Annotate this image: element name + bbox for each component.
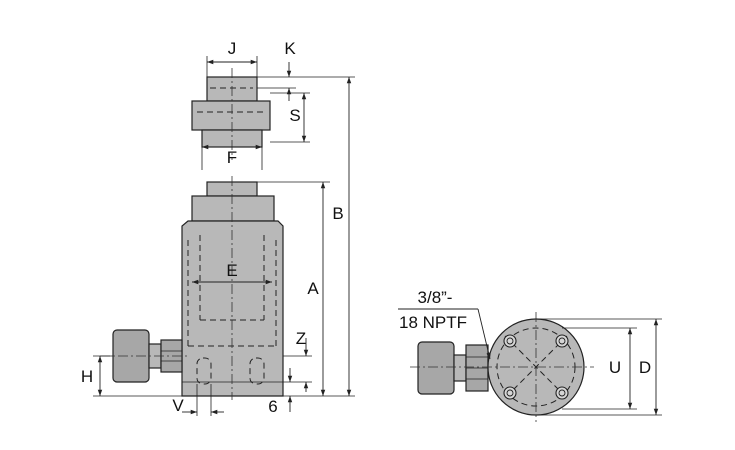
dim-u: U	[562, 327, 637, 410]
mount-hole-right	[249, 357, 265, 385]
label-b: B	[332, 204, 343, 223]
dim-a: A	[257, 181, 330, 397]
top-coupler-body	[417, 341, 455, 395]
top-bolt-holes	[503, 334, 569, 400]
saddle-detail	[191, 68, 271, 160]
dim-z: Z	[283, 329, 312, 392]
saddle-collar	[191, 100, 271, 131]
dim-6: 6	[268, 368, 293, 416]
plunger-upper	[191, 195, 275, 222]
label-a: A	[307, 279, 319, 298]
dim-d: D	[536, 318, 662, 416]
dim-k: K	[257, 39, 296, 101]
dim-f: F	[201, 144, 263, 170]
label-h: H	[81, 367, 93, 386]
label-s: S	[289, 106, 300, 125]
label-d: D	[639, 358, 651, 377]
port-leader	[477, 308, 491, 360]
dim-j: J	[206, 39, 258, 77]
label-6: 6	[268, 397, 277, 416]
cylinder-side-view	[181, 176, 284, 400]
dim-v: V	[172, 384, 224, 416]
label-u: U	[609, 358, 621, 377]
cylinder-top-view	[410, 312, 594, 422]
dim-s: S	[270, 92, 310, 143]
port-label-line2: 18 NPTF	[399, 313, 467, 332]
coupler-side	[100, 329, 190, 383]
mount-hole-left	[196, 357, 212, 385]
label-f: F	[227, 148, 237, 167]
dim-b: B	[296, 76, 355, 397]
label-k: K	[284, 39, 296, 58]
dim-e: E	[192, 261, 272, 285]
label-j: J	[228, 39, 237, 58]
label-v: V	[172, 396, 184, 415]
label-e: E	[226, 261, 237, 280]
port-label-line1: 3/8”-	[418, 288, 453, 307]
port-callout: 3/8”- 18 NPTF	[398, 288, 491, 360]
dim-h: H	[81, 355, 182, 397]
label-z: Z	[296, 329, 306, 348]
top-coupler-neck	[453, 354, 467, 382]
